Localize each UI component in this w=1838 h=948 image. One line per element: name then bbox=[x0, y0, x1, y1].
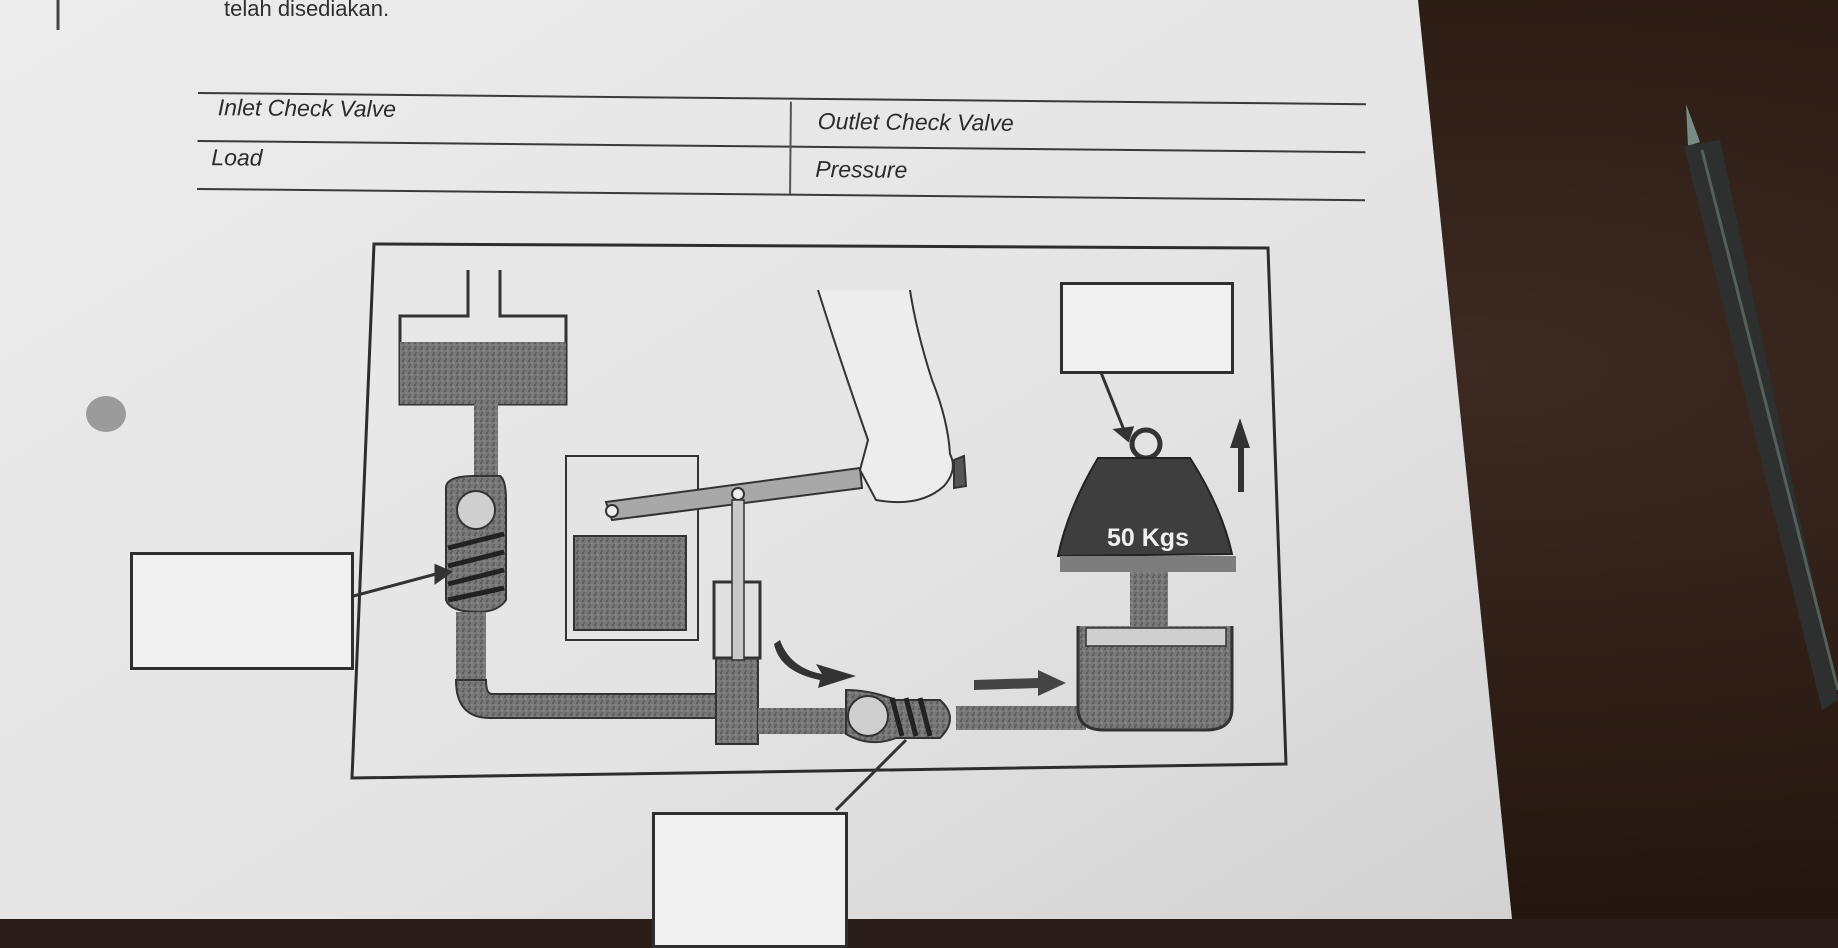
answer-box-inlet[interactable] bbox=[130, 552, 354, 670]
hydraulic-piping bbox=[454, 580, 1234, 745]
pump-cylinder bbox=[715, 655, 759, 745]
punch-hole-layer bbox=[86, 104, 1838, 710]
answer-box-load[interactable] bbox=[1060, 282, 1234, 374]
lift-cylinder bbox=[1076, 626, 1234, 732]
weight-label: 50 Kgs bbox=[1107, 524, 1189, 552]
outlet-valve-ball bbox=[847, 695, 889, 737]
up-arrow bbox=[1230, 418, 1250, 492]
inlet-valve-housing bbox=[445, 475, 507, 614]
flow-arrows bbox=[774, 418, 1250, 696]
punch-hole bbox=[86, 396, 126, 432]
hand-drawing bbox=[817, 289, 968, 504]
inlet-valve-ball bbox=[456, 490, 496, 530]
pump-handle bbox=[565, 455, 864, 661]
load-weight bbox=[1056, 427, 1236, 647]
reservoir bbox=[398, 270, 568, 476]
diagram-frame bbox=[350, 242, 1288, 780]
hydraulic-jack-diagram: 50 Kgs bbox=[345, 242, 1288, 812]
pointer-lines bbox=[345, 369, 1135, 812]
instruction-text: telah disediakan. bbox=[224, 0, 390, 21]
pen-icon bbox=[1684, 104, 1838, 710]
